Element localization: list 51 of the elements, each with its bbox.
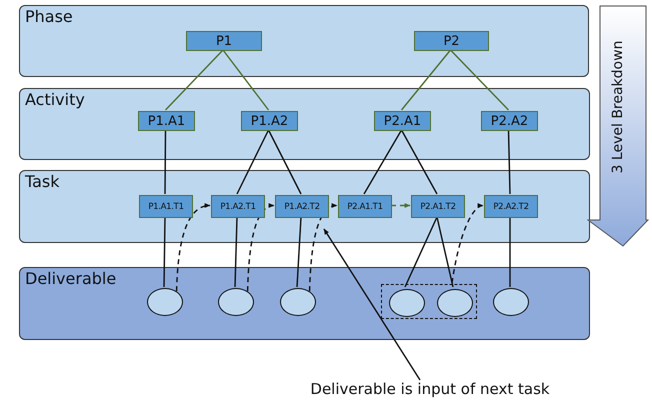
dashed-group-box <box>381 284 477 319</box>
connector-line <box>222 50 270 110</box>
level-band <box>19 5 589 77</box>
dashed-arrow <box>176 204 211 292</box>
work-item-box: P1 <box>186 31 262 51</box>
deliverable-oval <box>147 288 183 316</box>
connector-line <box>164 130 166 194</box>
band-title: Activity <box>25 90 85 109</box>
band-title: Deliverable <box>25 269 116 288</box>
level-band <box>19 88 590 160</box>
connector-line <box>450 50 509 110</box>
connector-line <box>404 216 438 288</box>
dashed-arrow <box>451 204 484 284</box>
deliverable-oval <box>437 289 473 317</box>
connector-line <box>436 216 454 288</box>
deliverable-oval <box>389 289 425 317</box>
level-band <box>19 170 590 243</box>
connector-line <box>296 216 302 288</box>
work-item-box: P1.A1.T1 <box>139 195 193 218</box>
band-title: Phase <box>25 7 73 26</box>
band-title: Task <box>25 172 60 191</box>
work-item-box: P1.A1 <box>138 111 195 131</box>
connector-line <box>323 228 421 380</box>
breakdown-arrow: 3 Level Breakdown <box>587 5 649 247</box>
work-item-box: P1.A2.T1 <box>211 195 265 218</box>
deliverable-oval <box>218 288 254 316</box>
connector-line <box>165 50 224 110</box>
level-band <box>19 267 590 340</box>
work-item-box: P2 <box>414 31 489 51</box>
connector-line <box>236 130 270 194</box>
connector-line <box>234 216 238 288</box>
work-item-box: P2.A2.T2 <box>484 195 538 218</box>
connector-line <box>363 130 402 194</box>
deliverable-oval <box>280 288 316 316</box>
work-item-box: P2.A1.T1 <box>338 195 392 218</box>
connector-line <box>508 130 511 194</box>
deliverable-oval <box>493 288 529 316</box>
annotation-text: Deliverable is input of next task <box>290 380 570 404</box>
work-item-box: P1.A2.T2 <box>275 195 329 218</box>
connector-line <box>400 50 452 110</box>
connector-line <box>509 217 511 287</box>
dashed-arrow <box>246 204 275 292</box>
dashed-arrow <box>391 203 411 208</box>
work-item-box: P2.A1.T2 <box>411 195 465 218</box>
connector-line <box>400 130 438 194</box>
connector-line <box>163 217 166 287</box>
work-item-box: P2.A2 <box>481 111 538 131</box>
dashed-arrow <box>308 204 338 292</box>
work-item-box: P2.A1 <box>374 111 431 131</box>
connector-line <box>268 130 302 194</box>
work-item-box: P1.A2 <box>241 111 298 131</box>
